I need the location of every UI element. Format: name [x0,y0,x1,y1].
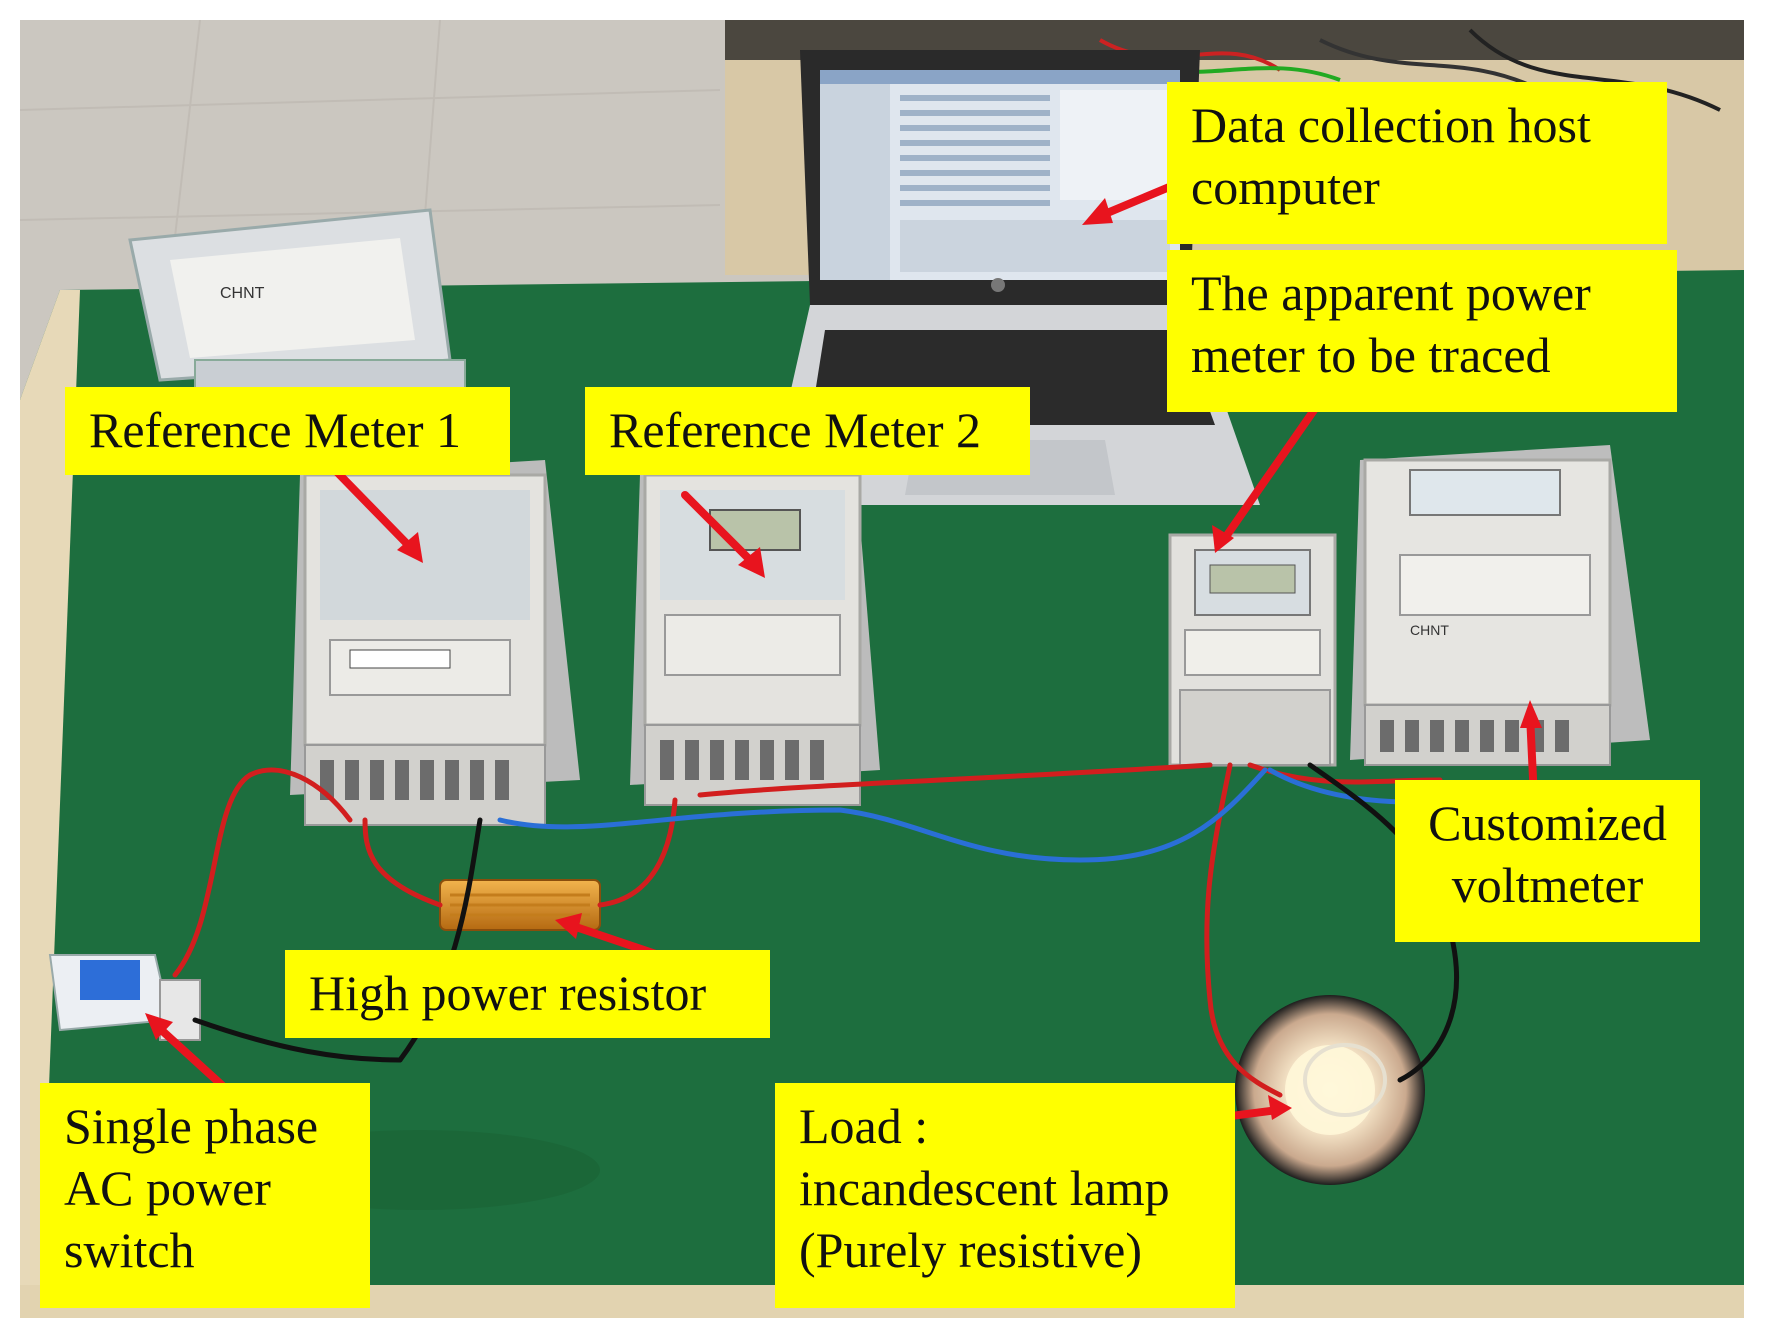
customized-voltmeter: CHNT [1350,445,1650,766]
label-ac-power-switch-line-2: AC power [64,1160,271,1216]
label-customized-voltmeter: Customized voltmeter [1395,780,1700,942]
label-reference-meter-2: Reference Meter 2 [585,387,1030,475]
label-load-lamp-line-3: (Purely resistive) [799,1222,1142,1278]
label-reference-meter-2-text: Reference Meter 2 [609,402,981,458]
label-traced-meter-line-2: meter to be traced [1191,327,1551,383]
reference-meter-1 [290,460,580,826]
photo-scene: CHNT [20,20,1744,1318]
label-ac-power-switch-line-3: switch [64,1222,195,1278]
acrylic-sign: CHNT [128,208,466,391]
label-load-lamp-line-1: Load : [799,1098,929,1154]
label-traced-meter: The apparent power meter to be traced [1167,250,1677,412]
label-host-computer: Data collection host computer [1167,82,1667,244]
traced-meter [1168,533,1337,767]
reference-meter-2 [630,460,880,806]
label-customized-voltmeter-line-2: voltmeter [1451,857,1644,913]
label-customized-voltmeter-line-1: Customized [1428,795,1667,851]
label-reference-meter-1: Reference Meter 1 [65,387,510,475]
label-ac-power-switch: Single phase AC power switch [40,1083,370,1308]
label-ac-power-switch-line-1: Single phase [64,1098,319,1154]
table-edge [20,290,80,1318]
label-high-power-resistor-text: High power resistor [309,965,707,1021]
label-load-lamp: Load : incandescent lamp (Purely resisti… [775,1083,1235,1308]
svg-text:CHNT: CHNT [1410,622,1449,638]
label-load-lamp-line-2: incandescent lamp [799,1160,1170,1216]
svg-text:CHNT: CHNT [220,285,265,302]
label-traced-meter-line-1: The apparent power [1191,265,1591,321]
label-host-computer-line-1: Data collection host [1191,97,1591,153]
label-host-computer-line-2: computer [1191,159,1380,215]
incandescent-lamp [1235,995,1425,1185]
label-reference-meter-1-text: Reference Meter 1 [89,402,461,458]
label-high-power-resistor: High power resistor [285,950,770,1038]
